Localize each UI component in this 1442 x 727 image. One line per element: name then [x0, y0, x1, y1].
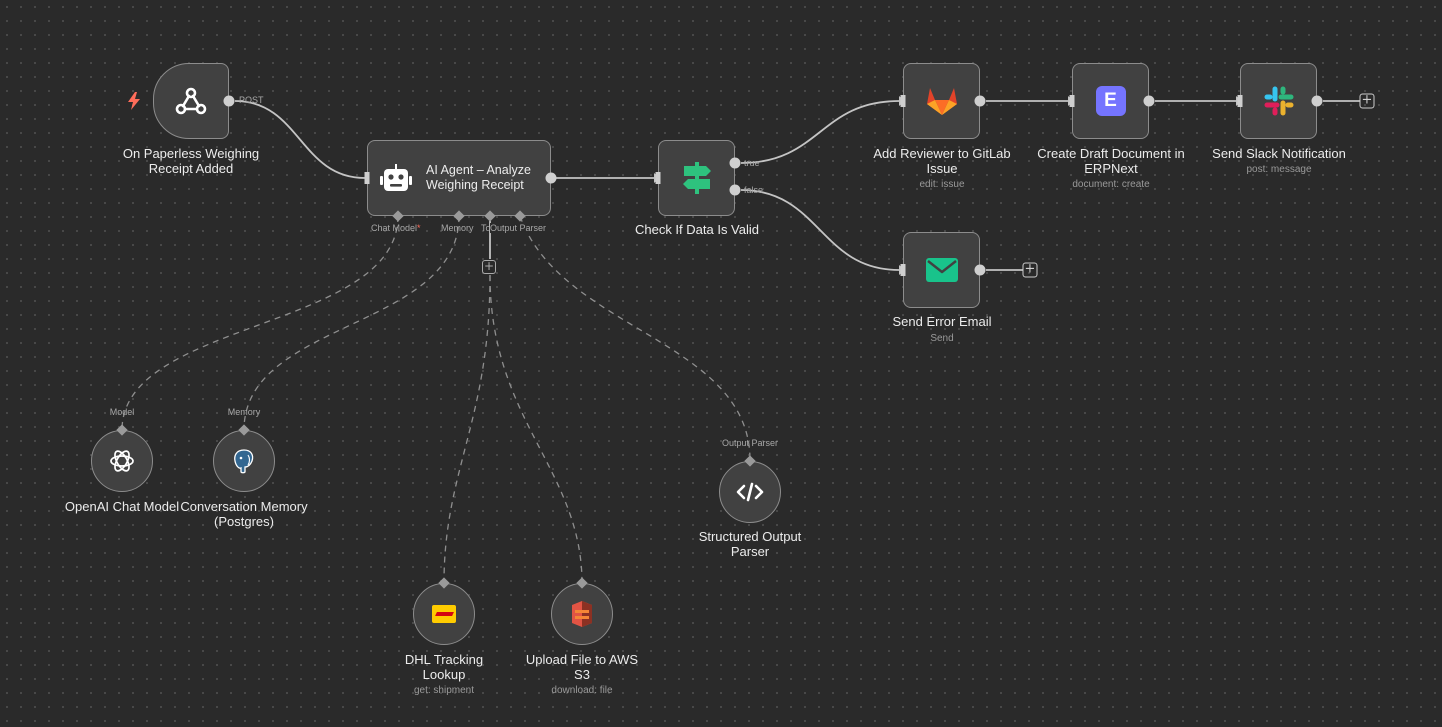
memory-handle-label: Memory [441, 223, 474, 233]
openai-chat-model-node[interactable] [91, 430, 153, 492]
postgres-memory-handle-label: Memory [227, 407, 261, 417]
email-input-handle[interactable] [900, 264, 906, 276]
gitlab-output-handle[interactable] [974, 95, 986, 107]
ai-agent-node[interactable]: AI Agent – Analyze Weighing Receipt [367, 140, 551, 216]
erpnext-icon-letter: E [1104, 90, 1117, 111]
edge-true-to-gitlab [740, 100, 900, 164]
conversation-memory-node[interactable] [213, 430, 275, 492]
erpnext-label: Create Draft Document in ERPNext [1037, 146, 1185, 176]
email-output-handle[interactable] [974, 264, 986, 276]
aws-s3-node[interactable] [551, 583, 613, 645]
dhl-icon [432, 605, 456, 623]
edge-false-to-email [740, 189, 900, 271]
gitlab-label: Add Reviewer to GitLab Issue [873, 146, 1011, 176]
trigger-bolt-icon [128, 92, 140, 110]
output-parser-handle-label: Output Parser [490, 223, 547, 233]
email-icon [925, 258, 958, 282]
ai-agent-title: AI Agent – Analyze Weighing Receipt [426, 163, 531, 192]
gitlab-input-handle[interactable] [900, 95, 906, 107]
code-icon [736, 482, 764, 502]
aws-s3-label: Upload File to AWS S3 [525, 652, 639, 682]
structured-output-parser-node[interactable] [719, 461, 781, 523]
edge-postgres-to-agent [243, 215, 460, 431]
slack-output-handle[interactable] [1311, 95, 1323, 107]
false-branch-label: false [744, 185, 764, 195]
send-error-email-subtitle: Send [930, 333, 954, 344]
check-data-valid-label: Check If Data Is Valid [634, 222, 760, 237]
webhook-icon [175, 87, 207, 115]
conversation-memory-label: Conversation Memory (Postgres) [180, 499, 308, 529]
gitlab-icon [926, 88, 957, 115]
tool-handle-label: Tool [481, 223, 498, 233]
add-after-slack-button[interactable]: + [1359, 93, 1375, 109]
edge-trigger-to-agent [234, 100, 366, 179]
parser-handle-label: Output Parser [721, 438, 779, 448]
check-input-handle[interactable] [655, 172, 661, 184]
dhl-tracking-node[interactable] [413, 583, 475, 645]
edge-parser-to-agent [519, 215, 751, 461]
edge-openai-to-agent [121, 215, 399, 431]
openai-chat-model-label: OpenAI Chat Model [64, 499, 180, 514]
postgres-icon [234, 449, 254, 474]
gitlab-subtitle: edit: issue [919, 179, 965, 190]
true-branch-label: true [744, 158, 760, 168]
erpnext-output-handle[interactable] [1143, 95, 1155, 107]
slack-label: Send Slack Notification [1212, 146, 1346, 161]
aws-s3-icon [572, 601, 592, 627]
check-data-valid-node[interactable] [658, 140, 735, 216]
signpost-icon [682, 162, 711, 194]
slack-icon [1264, 86, 1293, 116]
true-output-handle[interactable] [729, 157, 741, 169]
erpnext-input-handle[interactable] [1069, 95, 1075, 107]
slack-input-handle[interactable] [1237, 95, 1243, 107]
false-output-handle[interactable] [729, 184, 741, 196]
edge-s3-to-tool [489, 274, 583, 584]
add-tool-button[interactable]: + [482, 259, 496, 274]
edge-dhl-to-tool [443, 274, 491, 584]
slack-subtitle: post: message [1246, 164, 1312, 175]
paperless-trigger-node[interactable] [153, 63, 229, 139]
gitlab-node[interactable] [903, 63, 980, 139]
erpnext-subtitle: document: create [1072, 179, 1150, 190]
openai-icon [110, 450, 134, 472]
erpnext-icon: E [1095, 86, 1126, 116]
send-error-email-label: Send Error Email [892, 314, 992, 329]
paperless-trigger-label: On Paperless Weighing Receipt Added [122, 146, 260, 176]
dhl-tracking-subtitle: get: shipment [413, 685, 475, 696]
ai-agent-output-handle[interactable] [545, 172, 557, 184]
slack-node[interactable] [1240, 63, 1317, 139]
post-output-label: POST [239, 95, 264, 105]
openai-model-handle-label: Model [109, 407, 135, 417]
add-after-email-button[interactable]: + [1022, 262, 1038, 278]
send-error-email-node[interactable] [903, 232, 980, 308]
aws-s3-subtitle: download: file [551, 685, 613, 696]
erpnext-node[interactable]: E [1072, 63, 1149, 139]
structured-output-parser-label: Structured Output Parser [698, 529, 802, 559]
ai-agent-input-handle[interactable] [364, 172, 370, 184]
robot-icon [380, 164, 412, 191]
dhl-tracking-label: DHL Tracking Lookup [404, 652, 484, 682]
paperless-output-handle[interactable] [223, 95, 235, 107]
chat-model-handle-label: Chat Model* [371, 223, 421, 233]
